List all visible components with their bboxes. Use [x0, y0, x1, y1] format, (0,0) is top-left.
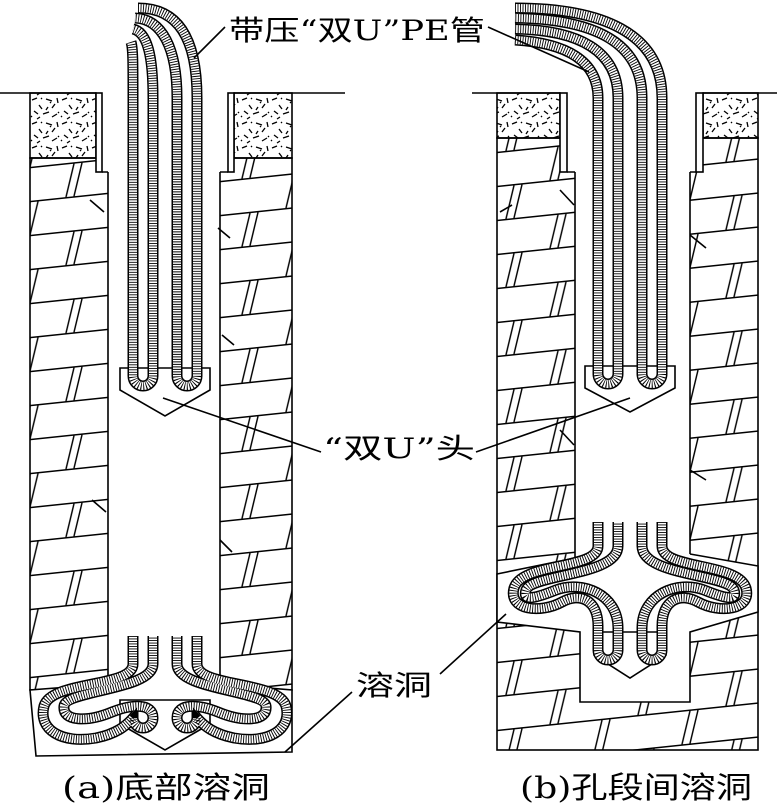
panel-a: [0, 8, 345, 757]
cave-outline: [29, 683, 293, 757]
caption-b: (b)孔段间溶洞: [520, 771, 752, 806]
casing-right: [695, 92, 704, 173]
leader-line-cave-b: [439, 613, 507, 675]
cave-outline: [496, 553, 759, 703]
leader-line-pipe-b: [487, 26, 590, 73]
double-u-head-in-cave: [119, 699, 211, 751]
label-cave: 溶洞: [356, 669, 432, 702]
caption-a: (a)底部溶洞: [62, 771, 270, 806]
casing-left: [95, 92, 103, 173]
soil-layer-left: [496, 92, 561, 139]
casing-left: [559, 92, 568, 173]
borehole-wall: [567, 171, 696, 558]
leader-line-head-b: [475, 397, 631, 453]
leader-line-head-a: [162, 397, 322, 453]
label-double-u-head: “双U”头: [323, 432, 475, 465]
borehole: [108, 171, 220, 686]
leader-line-pipe-a: [193, 26, 226, 59]
borehole-top: [560, 93, 703, 172]
rock-crack: [499, 189, 707, 481]
soil-layer-left: [29, 92, 97, 159]
soil-layer-right: [233, 92, 293, 159]
casing-right: [227, 92, 235, 173]
leader-line-cave-a: [284, 691, 353, 753]
soil-layer-right: [702, 92, 759, 139]
rock-crack: [89, 199, 235, 553]
label-pe-pipe: 带压“双U”PE管: [229, 14, 485, 47]
borehole-wall: [102, 171, 228, 684]
borehole-top: [96, 93, 234, 172]
panel-b: [472, 8, 777, 751]
